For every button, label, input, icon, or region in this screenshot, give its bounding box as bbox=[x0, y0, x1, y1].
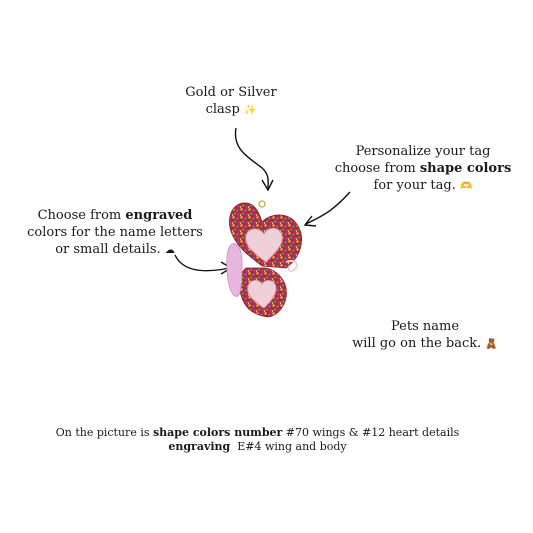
personalize-arrow bbox=[305, 191, 351, 225]
personalize-arrowhead bbox=[303, 215, 317, 227]
teddy-bear-icon: 🧸 bbox=[485, 339, 498, 350]
personalize-line-3: for your tag. bbox=[373, 178, 456, 193]
engraved-line-2: colors for the name letters bbox=[27, 225, 203, 240]
clasp-arrowhead bbox=[261, 179, 274, 192]
sparkles-icon: ✨ bbox=[243, 105, 257, 116]
caption-line-2-rest: E#4 wing and body bbox=[230, 440, 347, 453]
clasp-ring bbox=[258, 200, 266, 208]
personalize-line-1: Personalize your tag bbox=[355, 144, 491, 159]
engraved-arrow bbox=[174, 254, 231, 272]
clasp-line-1: Gold or Silver bbox=[185, 85, 277, 100]
lower-heart bbox=[247, 279, 277, 309]
cloud-icon: ☁ bbox=[164, 245, 175, 256]
engraved-note: Choose from engraved colors for the name… bbox=[20, 207, 210, 259]
upper-heart bbox=[245, 227, 283, 263]
pets-line-2: will go on the back. bbox=[352, 336, 482, 351]
caption-line-1-prefix: On the picture is bbox=[55, 426, 153, 439]
clasp-note: Gold or Silver clasp ✨ bbox=[181, 84, 281, 119]
personalize-line-2-prefix: choose from bbox=[334, 161, 420, 176]
butterfly-body bbox=[226, 243, 243, 297]
pets-line-1: Pets name bbox=[390, 319, 460, 334]
personalize-note: Personalize your tag choose from shape c… bbox=[328, 143, 518, 195]
swirl-detail bbox=[285, 260, 298, 272]
caption-line-1-rest: #70 wings & #12 heart details bbox=[282, 426, 460, 439]
heart-hands-icon: 🫶 bbox=[460, 181, 473, 192]
picture-caption: On the picture is shape colors number #7… bbox=[40, 426, 475, 454]
engraved-line-1-prefix: Choose from bbox=[37, 208, 126, 223]
clasp-arrow bbox=[234, 127, 269, 189]
caption-engraving: engraving bbox=[168, 440, 231, 453]
clasp-line-2: clasp bbox=[205, 102, 240, 117]
caption-shape-colors-number: shape colors number bbox=[152, 426, 283, 439]
pets-note: Pets name will go on the back. 🧸 bbox=[350, 318, 500, 353]
personalize-shape-colors: shape colors bbox=[419, 161, 512, 176]
engraved-bold: engraved bbox=[125, 208, 193, 223]
engraved-line-3: or small details. bbox=[55, 242, 161, 257]
